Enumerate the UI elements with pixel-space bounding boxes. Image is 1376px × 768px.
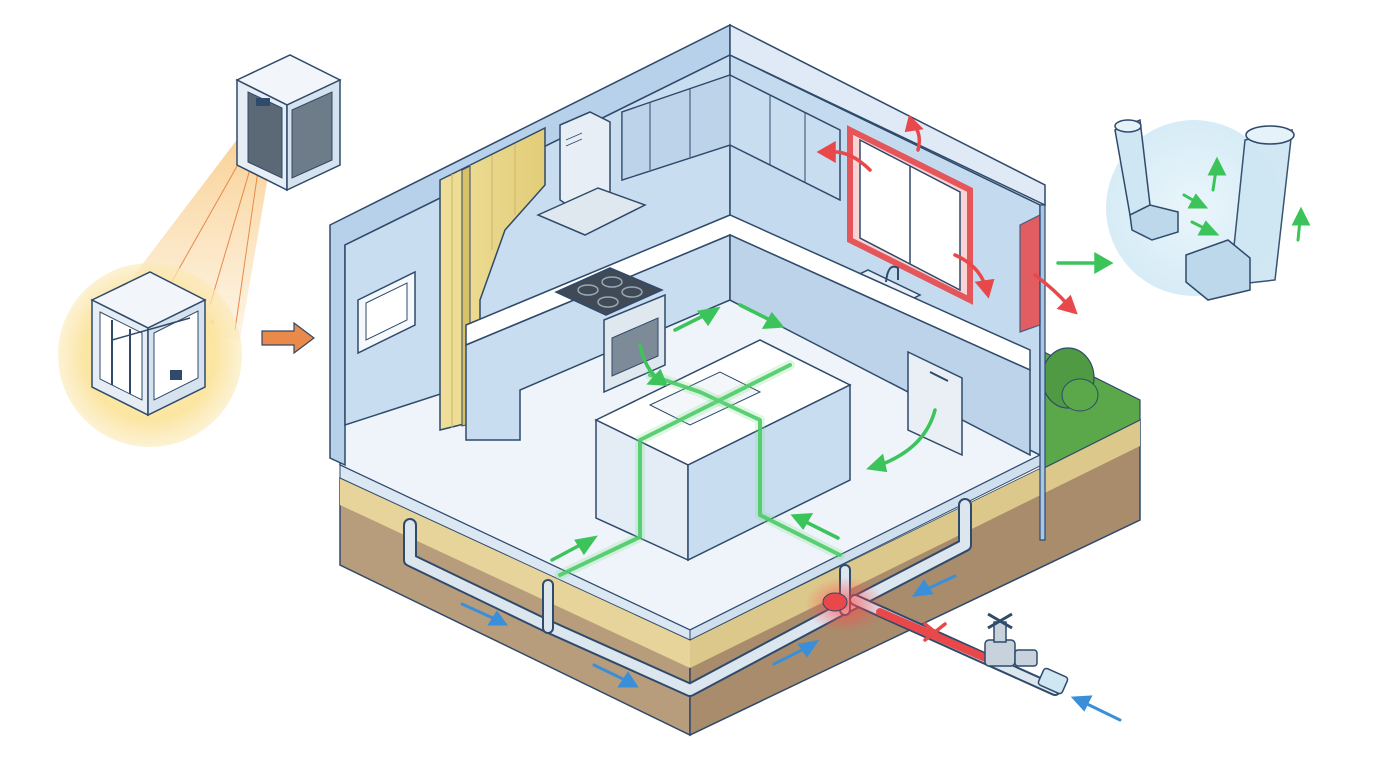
- callout-arrow-orange: [261, 321, 315, 355]
- island-right-face: [687, 383, 851, 562]
- airflow-arrow: [550, 535, 598, 562]
- range-hood-icon: [536, 111, 647, 236]
- thermostat-icon: [357, 270, 416, 355]
- airflow-arrows: [550, 251, 1114, 562]
- dishwasher-icon: [907, 350, 963, 457]
- inhaler-airflow-arrows: [1182, 156, 1311, 242]
- heat-arrow: [904, 114, 924, 152]
- water-arrow: [460, 602, 508, 626]
- airflow-arrow: [1291, 206, 1311, 242]
- printer-3d-large-icon: [90, 271, 207, 417]
- shrub-icon: [1041, 347, 1099, 412]
- airflow-duct-a: [558, 363, 792, 577]
- water-arrow: [772, 639, 820, 666]
- upper-cabinets: [621, 74, 841, 202]
- airflow-glow: [555, 360, 795, 580]
- water-arrow: [911, 574, 957, 597]
- airflow-arrow: [738, 303, 785, 329]
- inhaler-icon: [1114, 118, 1295, 301]
- printer-3d-icon: [235, 54, 342, 192]
- airflow-arrow: [1190, 220, 1220, 236]
- water-arrow: [592, 663, 639, 688]
- plumbing-pipes: [403, 498, 1061, 697]
- airflow-paths: [555, 360, 845, 580]
- airflow-arrow: [638, 343, 668, 386]
- water-arrow: [1070, 695, 1122, 722]
- airflow-arrow: [673, 306, 721, 332]
- water-flow-arrows: [460, 574, 1122, 722]
- heat-arrow: [816, 140, 872, 172]
- window-icon: [847, 125, 973, 305]
- right-wall-edge: [1039, 204, 1046, 541]
- valve-icon: [984, 612, 1069, 695]
- pipe-leak-segment: [876, 608, 994, 664]
- cooktop-icon: [554, 267, 664, 316]
- sand-layer-left: [340, 478, 690, 668]
- heat-leak-arrows: [816, 114, 1078, 315]
- airflow-arrow: [1207, 156, 1227, 192]
- heat-arrow: [1033, 273, 1078, 315]
- blocked-x-icon: [923, 622, 947, 642]
- printer-callout: [58, 54, 342, 447]
- airflow-arrow: [1056, 251, 1114, 275]
- airflow-duct-b: [648, 373, 842, 557]
- heat-arrow: [953, 253, 995, 299]
- sand-layer-right: [690, 420, 1140, 668]
- airflow-arrow: [1182, 193, 1209, 209]
- airflow-arrow: [790, 513, 840, 540]
- airflow-arrow: [866, 408, 937, 473]
- wall-section-heat-leak: [1019, 214, 1041, 333]
- inhaler-callout: [1106, 118, 1311, 301]
